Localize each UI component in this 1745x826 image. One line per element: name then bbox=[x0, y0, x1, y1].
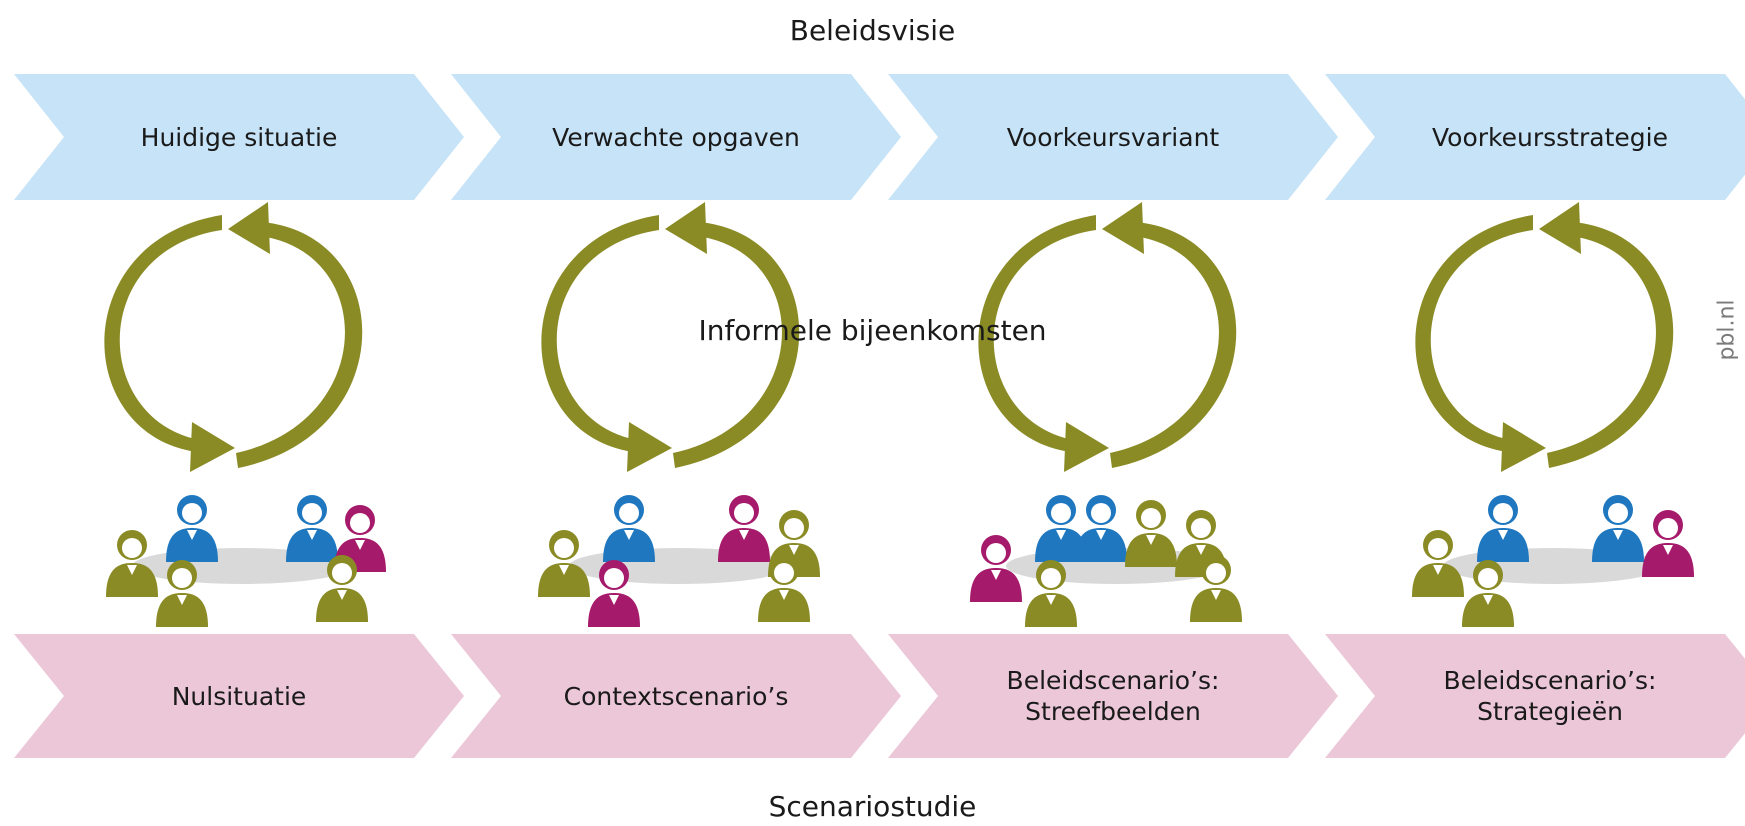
person-icon bbox=[1462, 560, 1514, 627]
cycle-arc-left bbox=[541, 215, 659, 452]
person-icon bbox=[1592, 495, 1644, 562]
person-icon bbox=[156, 560, 208, 627]
cycle-arc-right bbox=[236, 222, 363, 468]
source-credit: pbl.nl bbox=[1714, 299, 1740, 361]
stage-top-label: Voorkeursstrategie bbox=[1432, 122, 1668, 152]
stage-bottom-chevron bbox=[1325, 634, 1745, 758]
stage-bottom-chevron bbox=[14, 634, 464, 758]
meeting-group-icon bbox=[538, 495, 820, 627]
person-icon bbox=[718, 495, 770, 562]
arrowhead-right bbox=[1064, 422, 1109, 472]
person-icon bbox=[1190, 555, 1242, 622]
cycle-arrows-icon bbox=[978, 202, 1237, 472]
stage-bottom-label: Nulsituatie bbox=[171, 681, 307, 711]
cycle-arc-right bbox=[1547, 222, 1674, 468]
stage-top-chevron bbox=[888, 74, 1338, 200]
arrowhead-right bbox=[1501, 422, 1546, 472]
arrowhead-right bbox=[627, 422, 672, 472]
cycle-arrows-icon bbox=[541, 202, 800, 472]
person-icon bbox=[758, 555, 810, 622]
cycle-arrows-icon bbox=[104, 202, 363, 472]
stage-top-label: Voorkeursvariant bbox=[1006, 122, 1220, 152]
stage-bottom-label: Beleidscenario’s: Streefbeelden bbox=[1006, 666, 1220, 726]
stage-top-chevron bbox=[14, 74, 464, 200]
person-icon bbox=[1125, 500, 1177, 567]
stage-top-label: Huidige situatie bbox=[140, 122, 338, 152]
meeting-group-icon bbox=[1412, 495, 1694, 627]
person-icon bbox=[286, 495, 338, 562]
arrowhead-left bbox=[228, 202, 270, 254]
person-icon bbox=[588, 560, 640, 627]
person-icon bbox=[316, 555, 368, 622]
person-icon bbox=[1477, 495, 1529, 562]
person-icon bbox=[1035, 495, 1087, 562]
cycle-arc-left bbox=[104, 215, 222, 452]
arrowhead-right bbox=[190, 422, 235, 472]
cycle-arc-right bbox=[673, 222, 800, 468]
informal-meetings-label: Informele bijeenkomsten bbox=[698, 313, 1047, 347]
arrowhead-left bbox=[1539, 202, 1581, 254]
stage-bottom-chevron bbox=[888, 634, 1338, 758]
diagram-title-top: Beleidsvisie bbox=[789, 13, 956, 47]
person-icon bbox=[538, 530, 590, 597]
stage-top-chevron bbox=[1325, 74, 1745, 200]
person-icon bbox=[970, 535, 1022, 602]
arrowhead-left bbox=[665, 202, 707, 254]
stage-bottom-chevron bbox=[451, 634, 901, 758]
diagram-title-bottom: Scenariostudie bbox=[768, 789, 977, 823]
cycle-arc-left bbox=[978, 215, 1096, 452]
meeting-group-icon bbox=[106, 495, 386, 627]
cycle-arc-right bbox=[1110, 222, 1237, 468]
person-icon bbox=[334, 505, 386, 572]
person-icon bbox=[603, 495, 655, 562]
stage-top-chevron bbox=[451, 74, 901, 200]
stage-top-label: Verwachte opgaven bbox=[552, 122, 800, 152]
stage-bottom-label: Beleidscenario’s: Strategieën bbox=[1443, 666, 1657, 726]
person-icon bbox=[1025, 560, 1077, 627]
meeting-group-icon bbox=[970, 495, 1242, 627]
person-icon bbox=[166, 495, 218, 562]
person-icon bbox=[1075, 495, 1127, 562]
stage-bottom-label: Contextscenario’s bbox=[563, 681, 789, 711]
person-icon bbox=[1412, 530, 1464, 597]
person-icon bbox=[106, 530, 158, 597]
person-icon bbox=[1642, 510, 1694, 577]
cycle-arrows-icon bbox=[1415, 202, 1674, 472]
cycle-arc-left bbox=[1415, 215, 1533, 452]
arrowhead-left bbox=[1102, 202, 1144, 254]
